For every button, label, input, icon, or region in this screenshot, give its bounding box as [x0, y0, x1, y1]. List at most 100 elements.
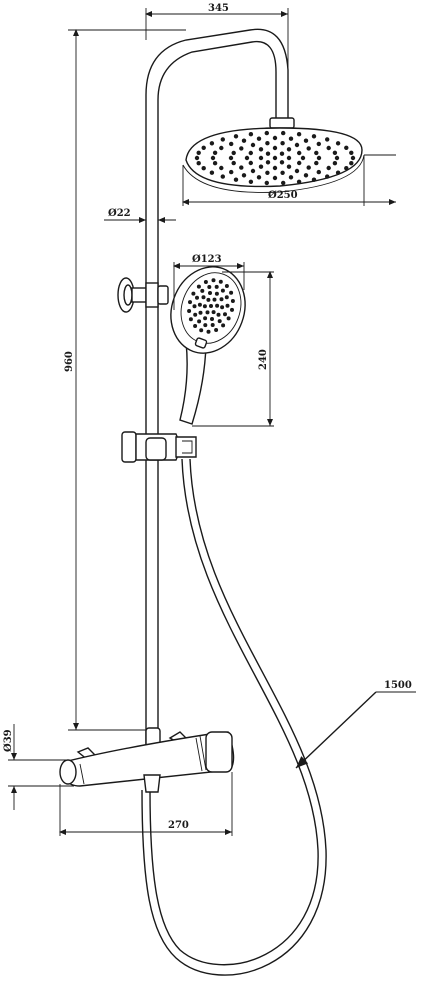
- nozzle-dot: [206, 329, 211, 334]
- nozzle-dot: [279, 151, 285, 156]
- nozzle-dot: [223, 312, 227, 317]
- nozzle-dot: [209, 170, 215, 175]
- nozzle-dot: [211, 310, 216, 315]
- nozzle-dot: [281, 130, 286, 136]
- nozzle-dot: [296, 179, 302, 184]
- nozzle-dot: [316, 155, 322, 161]
- nozzle-dot: [214, 291, 219, 296]
- nozzle-dot: [265, 141, 270, 146]
- nozzle-dot: [256, 136, 262, 141]
- nozzle-dot: [325, 137, 330, 142]
- nozzle-dot: [233, 134, 239, 139]
- nozzle-dot: [199, 328, 204, 333]
- nozzle-dot: [201, 145, 206, 150]
- nozzle-dot: [248, 150, 253, 156]
- nozzle-dot: [194, 155, 200, 161]
- nozzle-dot: [212, 161, 218, 166]
- nozzle-dot: [258, 164, 264, 169]
- nozzle-dot: [203, 280, 208, 284]
- nozzle-dot: [272, 165, 278, 171]
- dim-width-top: 345: [145, 3, 289, 70]
- nozzle-dot: [191, 291, 196, 296]
- shower-hose: [141, 458, 327, 976]
- nozzle-dot: [207, 285, 212, 289]
- nozzle-dot: [344, 166, 349, 171]
- nozzle-dot: [325, 174, 330, 179]
- nozzle-dot: [306, 146, 311, 151]
- nozzle-dot: [272, 135, 278, 141]
- nozzle-dot: [306, 165, 311, 170]
- nozzle-dot: [230, 299, 235, 303]
- nozzle-dot: [197, 319, 202, 324]
- nozzle-dot: [211, 278, 216, 283]
- nozzle-dot: [229, 141, 234, 147]
- nozzle-dot: [326, 165, 331, 171]
- nozzle-dot: [218, 279, 223, 284]
- nozzle-dot: [297, 150, 302, 156]
- nozzle-dot: [344, 145, 349, 150]
- nozzle-dot: [202, 304, 207, 309]
- nozzle-dot: [214, 284, 219, 289]
- nozzle-dot: [219, 145, 224, 151]
- nozzle-dot: [250, 142, 256, 148]
- slider-holder: [121, 431, 197, 463]
- dim-label-o22: Ø22: [108, 208, 131, 219]
- nozzle-dot: [209, 304, 213, 308]
- nozzle-dot: [219, 165, 224, 171]
- nozzle-dot: [332, 161, 338, 166]
- nozzle-dot: [281, 180, 286, 186]
- nozzle-dot: [244, 155, 250, 161]
- nozzle-dot: [196, 284, 201, 289]
- nozzle-dot: [231, 150, 236, 156]
- hand-shower: [170, 266, 246, 425]
- nozzle-dot: [265, 160, 271, 165]
- nozzle-dot: [265, 151, 271, 156]
- dim-label-o123: Ø123: [192, 254, 222, 265]
- thermostatic-mixer: [59, 727, 235, 793]
- nozzle-dot: [206, 297, 211, 302]
- overhead-shower-head: [182, 117, 365, 193]
- nozzle-dot: [208, 291, 212, 295]
- nozzle-dot: [196, 161, 201, 166]
- dim-mixer-width: 270: [59, 772, 233, 836]
- nozzle-dot: [228, 155, 234, 161]
- dim-mixer-diameter: Ø39: [3, 724, 74, 810]
- nozzle-dot: [226, 316, 231, 321]
- nozzle-dot: [220, 137, 225, 142]
- nozzle-dot: [224, 295, 229, 300]
- nozzle-dot: [239, 146, 244, 151]
- dim-pipe-diameter: Ø22: [104, 208, 176, 223]
- nozzle-dot: [280, 141, 285, 146]
- nozzle-dot: [280, 170, 285, 175]
- nozzle-dot: [216, 312, 221, 317]
- dim-hand-diameter: Ø123: [173, 254, 245, 310]
- nozzle-dot: [272, 145, 278, 151]
- nozzle-dot: [241, 173, 247, 178]
- dim-label-o39: Ø39: [3, 729, 14, 752]
- nozzle-dot: [286, 155, 292, 161]
- nozzle-dot: [279, 160, 285, 165]
- dim-hand-length: 240: [192, 271, 274, 427]
- nozzle-dot: [203, 316, 208, 321]
- nozzle-dot: [197, 302, 202, 307]
- nozzle-dot: [193, 312, 198, 317]
- nozzle-dot: [349, 150, 354, 155]
- nozzle-dot: [288, 175, 294, 180]
- nozzle-dot: [349, 161, 354, 166]
- dim-label-960: 960: [64, 351, 75, 372]
- nozzle-dot: [220, 288, 225, 293]
- nozzle-dot: [217, 319, 222, 324]
- nozzle-dot: [209, 141, 215, 146]
- nozzle-dot: [248, 160, 253, 166]
- nozzle-dot: [303, 138, 309, 143]
- nozzle-dot: [258, 147, 264, 152]
- nozzle-dot: [220, 305, 225, 310]
- nozzle-dot: [239, 165, 244, 170]
- nozzle-dot: [241, 138, 247, 143]
- nozzle-dot: [196, 150, 201, 155]
- nozzle-dot: [297, 160, 302, 166]
- nozzle-dot: [229, 290, 234, 295]
- nozzle-dot: [294, 168, 300, 174]
- nozzle-dot: [210, 317, 214, 321]
